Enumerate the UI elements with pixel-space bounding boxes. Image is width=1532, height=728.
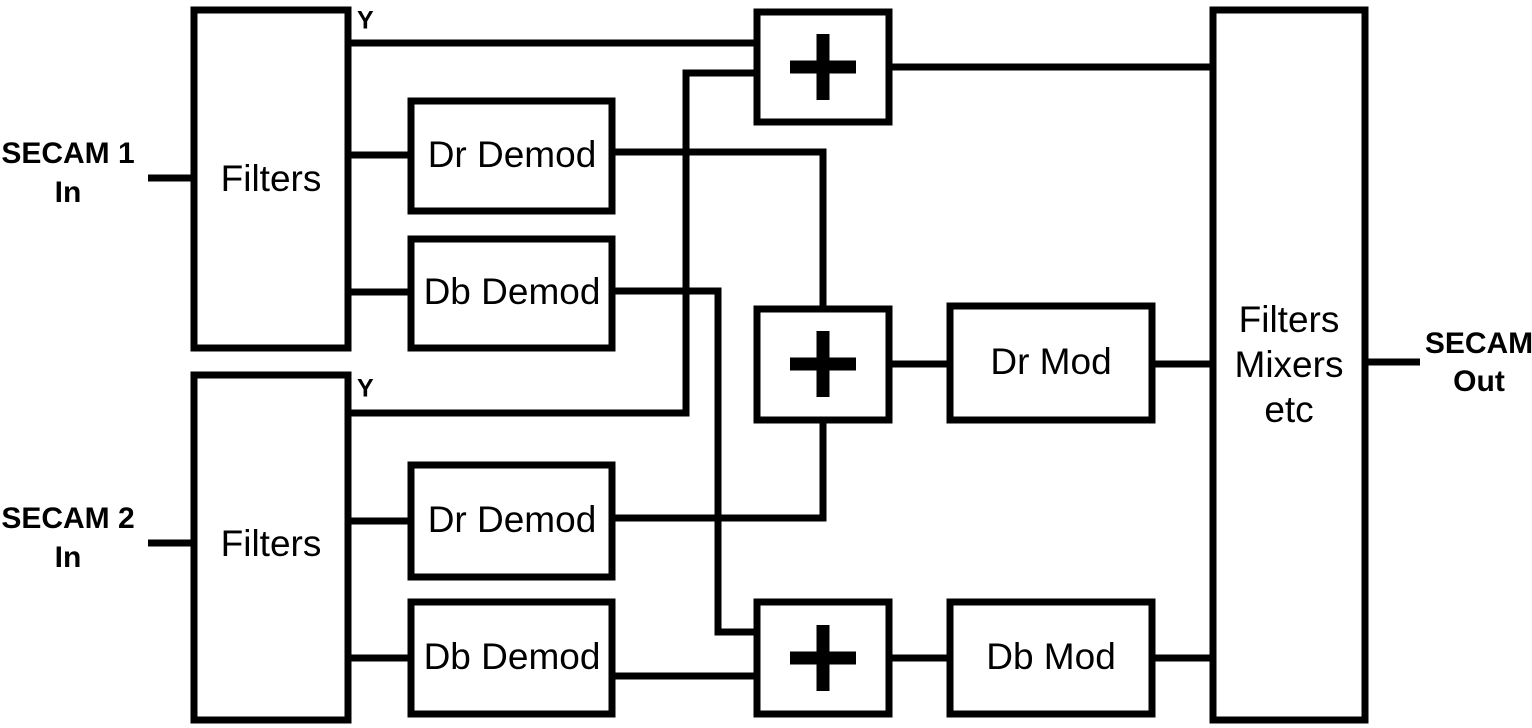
block-dr-demod-2[interactable] — [407, 461, 616, 581]
block-db-demod-1[interactable] — [407, 235, 616, 352]
block-dr-mod[interactable] — [946, 302, 1156, 424]
input-label-secam2-line2: In — [55, 541, 82, 574]
input-label-secam2-line1: SECAM 2 — [1, 502, 134, 535]
adder-y-plus-icon — [790, 34, 856, 100]
block-filters-1-label: Filters — [221, 158, 322, 199]
block-filters-2[interactable] — [190, 371, 352, 724]
adder-db-plus-icon — [790, 625, 856, 691]
block-db-demod-1-label: Db Demod — [424, 271, 601, 312]
block-output-filters-label-2: Mixers — [1235, 344, 1344, 385]
adder-dr-plus-icon — [790, 331, 856, 397]
block-dr-demod-2-label: Dr Demod — [428, 499, 597, 540]
block-db-mod[interactable] — [946, 598, 1156, 718]
wire-filters2-y-to-adder — [348, 69, 757, 417]
block-output-filters-label-3: etc — [1264, 389, 1313, 430]
block-db-demod-2-label: Db Demod — [424, 636, 601, 677]
block-dr-mod-label: Dr Mod — [990, 341, 1111, 382]
input-label-secam1-line2: In — [55, 176, 82, 209]
block-output-filters[interactable] — [1209, 6, 1369, 724]
output-label-secam-line1: SECAM — [1425, 327, 1532, 360]
output-label-secam-line2: Out — [1453, 365, 1505, 398]
signal-label-y-bottom: Y — [357, 375, 374, 403]
input-label-secam1-line1: SECAM 1 — [1, 137, 134, 170]
wire-drdemod2-to-adder-dr — [612, 420, 827, 522]
block-filters-1[interactable] — [190, 6, 352, 352]
block-db-demod-2[interactable] — [407, 598, 616, 718]
block-output-filters-label-1: Filters — [1239, 299, 1340, 340]
block-db-mod-label: Db Mod — [986, 636, 1116, 677]
signal-label-y-top: Y — [357, 7, 374, 35]
wire-dbdemod1-to-adder-db — [612, 287, 757, 636]
block-dr-demod-1-label: Dr Demod — [428, 134, 597, 175]
wire-drdemod1-to-adder-dr — [612, 148, 827, 309]
block-filters-2-label: Filters — [221, 523, 322, 564]
block-dr-demod-1[interactable] — [407, 97, 616, 215]
